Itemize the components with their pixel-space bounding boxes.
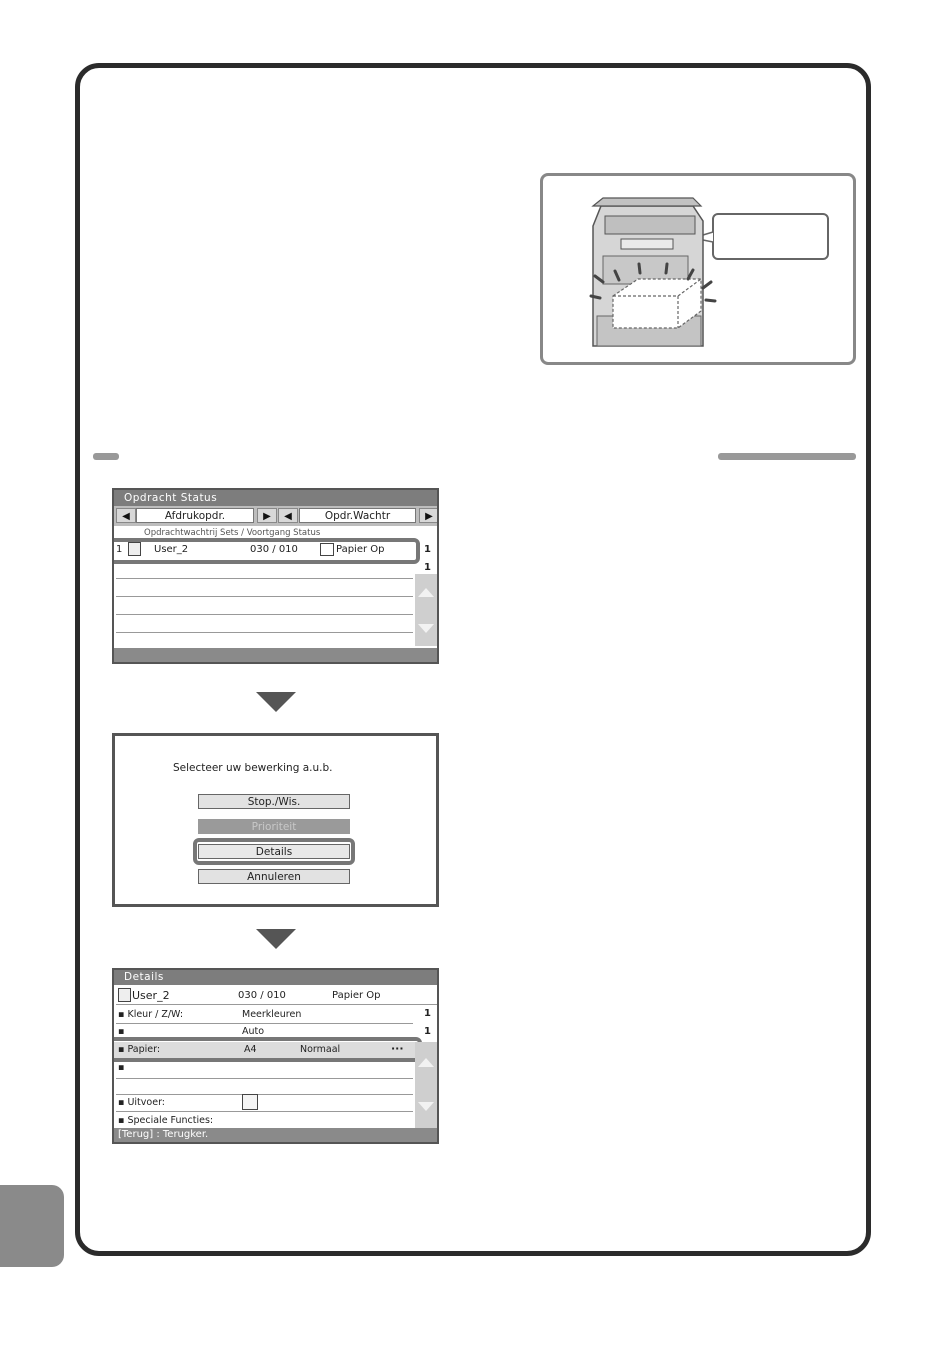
cancel-button[interactable]: Annuleren [198, 869, 350, 884]
list-divider [116, 614, 413, 615]
row-bullet: ▪ [118, 1062, 125, 1073]
scrollbar[interactable] [415, 1042, 437, 1128]
row2-value: Auto [242, 1026, 265, 1037]
machine-illustration-box [540, 173, 856, 365]
arrow-left-icon[interactable]: ◀ [278, 508, 298, 523]
detail-progress: 030 / 010 [238, 990, 286, 1001]
step-arrow-down-icon [256, 692, 296, 712]
color-mode-label: ▪ Kleur / Z/W: [118, 1009, 184, 1020]
list-divider [116, 1004, 437, 1005]
scroll-up-icon[interactable] [418, 588, 434, 597]
list-divider [116, 1111, 413, 1112]
list-divider [116, 1023, 413, 1024]
priority-button[interactable]: Prioriteit [198, 819, 350, 834]
list-divider [116, 1078, 413, 1079]
printer-job-icon [128, 542, 141, 556]
more-options-icon[interactable]: ··· [391, 1042, 404, 1055]
scrollbar[interactable] [415, 574, 437, 646]
tab-job-queue[interactable]: Opdr.Wachtr [299, 508, 416, 523]
back-footer[interactable]: [Terug] : Terugker. [114, 1128, 437, 1142]
paper-size: A4 [244, 1044, 257, 1055]
special-functions-label: ▪ Speciale Functies: [118, 1115, 214, 1126]
job-progress: 030 / 010 [250, 544, 298, 555]
job-user: User_2 [154, 544, 189, 555]
page-current: 1 [424, 1008, 431, 1019]
detail-user: User_2 [132, 989, 170, 1002]
output-label: ▪ Uitvoer: [118, 1097, 166, 1108]
step-arrow-down-icon [256, 929, 296, 949]
stop-delete-button[interactable]: Stop./Wis. [198, 794, 350, 809]
list-divider [116, 1094, 413, 1095]
page-total: 1 [424, 562, 431, 573]
list-divider [116, 596, 413, 597]
screen-title: Opdracht Status [114, 490, 437, 506]
copier-paper-tray-illustration [589, 197, 829, 347]
printer-job-icon [118, 988, 131, 1002]
list-divider [116, 632, 413, 633]
detail-status: Papier Op [332, 990, 381, 1001]
chapter-side-tab [0, 1185, 64, 1267]
job-status-screen: Opdracht Status ◀ Afdrukopdr. ▶ ◀ Opdr.W… [112, 488, 439, 664]
details-button[interactable]: Details [198, 844, 350, 859]
paper-row-bg [114, 1042, 415, 1059]
paper-row-highlight[interactable] [114, 1037, 422, 1062]
tab-print-jobs[interactable]: Afdrukopdr. [136, 508, 254, 523]
list-divider [116, 578, 413, 579]
section-rule-right [718, 453, 856, 460]
screen-title: Details [114, 970, 437, 985]
arrow-right-icon[interactable]: ▶ [257, 508, 277, 523]
action-prompt: Selecteer uw bewerking a.u.b. [173, 762, 333, 774]
page-current: 1 [424, 544, 431, 555]
scroll-down-icon[interactable] [418, 624, 434, 633]
action-select-screen: Selecteer uw bewerking a.u.b. Stop./Wis.… [112, 733, 439, 907]
scroll-up-icon[interactable] [418, 1058, 434, 1067]
status-bar [114, 648, 437, 662]
scroll-down-icon[interactable] [418, 1102, 434, 1111]
job-row-highlight[interactable] [114, 538, 420, 564]
details-button-highlight [193, 838, 355, 865]
color-mode-value: Meerkleuren [242, 1009, 302, 1020]
job-status: Papier Op [336, 544, 385, 555]
section-rule-left [93, 453, 119, 460]
job-row-index: 1 [116, 544, 123, 555]
page-frame [75, 63, 871, 1256]
arrow-right-icon[interactable]: ▶ [419, 508, 437, 523]
column-header: Opdrachtwachtrij Sets / Voortgang Status [144, 528, 321, 538]
job-details-screen: Details User_2 030 / 010 Papier Op ▪ Kle… [112, 968, 439, 1144]
paper-label: ▪ Papier: [118, 1044, 161, 1055]
paper-out-icon [320, 543, 334, 556]
mode-tab-row: ◀ Afdrukopdr. ▶ ◀ Opdr.Wachtr ▶ [114, 506, 437, 526]
output-tray-icon [242, 1094, 258, 1110]
arrow-left-icon[interactable]: ◀ [116, 508, 136, 523]
paper-type: Normaal [300, 1044, 341, 1055]
page-total: 1 [424, 1026, 431, 1037]
row-bullet: ▪ [118, 1026, 125, 1037]
